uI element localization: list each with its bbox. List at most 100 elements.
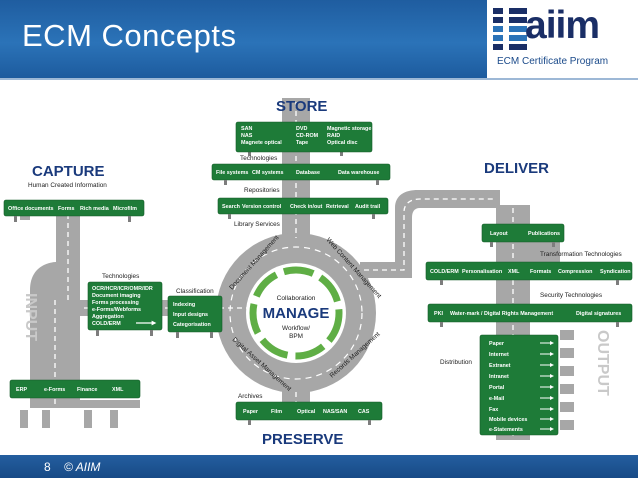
svg-text:e-Statements: e-Statements [489, 427, 523, 433]
svg-text:Tape: Tape [296, 140, 308, 146]
svg-text:Personalisation: Personalisation [462, 269, 502, 275]
svg-text:Intranet: Intranet [489, 374, 509, 380]
preserve-archives-label: Archives [238, 393, 263, 400]
svg-text:XML: XML [508, 269, 520, 275]
svg-text:CD-ROM: CD-ROM [296, 133, 319, 139]
deliver-distribution-label: Distribution [440, 359, 472, 366]
store-technologies-label: Technologies [240, 155, 277, 162]
store-library-label: Library Services [234, 221, 280, 228]
svg-text:Portal: Portal [489, 385, 505, 391]
svg-text:Publications: Publications [528, 231, 560, 237]
svg-text:SAN: SAN [241, 126, 252, 132]
svg-text:Digital signatures: Digital signatures [576, 311, 621, 317]
svg-text:Audit trail: Audit trail [355, 204, 381, 210]
repo-database: Database [296, 170, 320, 176]
svg-text:Aggregation: Aggregation [92, 314, 124, 320]
svg-text:Fax: Fax [489, 407, 498, 413]
svg-text:Film: Film [271, 409, 282, 415]
svg-text:NAS: NAS [241, 133, 253, 139]
svg-text:Check in/out: Check in/out [290, 204, 323, 210]
deliver-transformation-sign: COLD/ERM Personalisation XML Formats Com… [425, 261, 633, 285]
svg-text:Optical: Optical [297, 409, 316, 415]
logo-subtitle: ECM Certificate Program [497, 56, 609, 67]
deliver-security-sign: PKI Water-mark / Digital Rights Manageme… [427, 303, 633, 327]
svg-text:Compression: Compression [558, 269, 592, 275]
manage-workflow: Workflow/ [282, 325, 310, 332]
svg-text:Microfilm: Microfilm [113, 206, 137, 212]
manage-title: MANAGE [263, 305, 330, 322]
aiim-logo: aiim ECM Certificate Program [487, 0, 638, 78]
footer-bar: 8 © AIIM [0, 455, 638, 478]
capture-technologies-label: Technologies [102, 273, 139, 280]
svg-text:Finance: Finance [77, 387, 97, 393]
svg-text:Optical disc: Optical disc [327, 140, 358, 146]
deliver-transformation-label: Transformation Technologies [540, 251, 622, 258]
manage-bpm: BPM [289, 333, 303, 340]
svg-text:Paper: Paper [489, 341, 505, 347]
heading-preserve: PRESERVE [262, 431, 343, 448]
svg-text:CAS: CAS [358, 409, 370, 415]
header-rule [0, 78, 638, 80]
store-library-sign: Search Version control Check in/out Retr… [217, 197, 389, 219]
heading-deliver: DELIVER [484, 160, 549, 177]
svg-text:Layout: Layout [490, 231, 508, 237]
aiim-logo-mark-icon [493, 8, 527, 50]
svg-text:Formats: Formats [530, 269, 551, 275]
svg-text:Version control: Version control [242, 204, 282, 210]
svg-text:COLD/ERM: COLD/ERM [92, 321, 121, 327]
svg-text:Internet: Internet [489, 352, 509, 358]
capture-human-sign: Office documents Forms Rich media Microf… [3, 199, 145, 222]
store-technologies-sign: SAN NAS Magnete optical DVD CD-ROM Tape … [235, 121, 373, 156]
deliver-security-label: Security Technologies [540, 292, 602, 299]
page-title: ECM Concepts [22, 18, 237, 53]
capture-input-sources-sign: ERP e-Forms Finance XML [9, 379, 141, 399]
svg-text:Magnete optical: Magnete optical [241, 140, 282, 146]
capture-human-label: Human Created Information [28, 182, 107, 189]
heading-output: OUTPUT [594, 330, 611, 396]
svg-text:Magnetic storage: Magnetic storage [327, 126, 371, 132]
svg-text:Document imaging: Document imaging [92, 293, 141, 299]
svg-text:Paper: Paper [243, 409, 259, 415]
svg-text:e-Mail: e-Mail [489, 396, 505, 402]
repo-cm-systems: CM systems [252, 170, 283, 176]
svg-text:Forms: Forms [58, 206, 74, 212]
svg-text:OCR/HCR/ICR/OMR/IDR: OCR/HCR/ICR/OMR/IDR [92, 286, 153, 292]
svg-text:NAS/SAN: NAS/SAN [323, 409, 347, 415]
svg-text:ERP: ERP [16, 387, 27, 393]
capture-classification-sign: Indexing Input designs Categorisation [167, 295, 223, 338]
store-repositories-label: Repositories [244, 187, 280, 194]
svg-text:Water-mark / Digital Rights Ma: Water-mark / Digital Rights Management [450, 311, 553, 317]
deliver-distribution-sign: Paper Internet Extranet Intranet Portal … [479, 334, 559, 436]
repo-file-systems: File systems [216, 170, 248, 176]
repo-data-warehouse: Data warehouse [338, 170, 379, 176]
svg-text:Indexing: Indexing [173, 302, 195, 308]
page-number: 8 [44, 460, 51, 474]
heading-capture: CAPTURE [32, 163, 105, 180]
svg-text:XML: XML [112, 387, 124, 393]
svg-text:Office documents: Office documents [8, 206, 54, 212]
svg-text:PKI: PKI [434, 311, 443, 317]
svg-text:COLD/ERM: COLD/ERM [430, 269, 459, 275]
svg-text:e-Forms/Webforms: e-Forms/Webforms [92, 307, 141, 313]
svg-text:Input designs: Input designs [173, 312, 208, 318]
copyright: © AIIM [64, 460, 101, 474]
svg-text:RAID: RAID [327, 133, 340, 139]
capture-classification-label: Classification [176, 288, 214, 295]
svg-text:Extranet: Extranet [489, 363, 511, 369]
deliver-top-sign: Layout Publications [481, 223, 565, 247]
store-repositories-sign: File systems CM systems Database Data wa… [211, 163, 391, 185]
svg-text:Mobile devices: Mobile devices [489, 417, 527, 423]
preserve-archives-sign: Paper Film Optical NAS/SAN CAS [235, 401, 383, 425]
svg-text:Forms processing: Forms processing [92, 300, 139, 306]
svg-text:Syndication: Syndication [600, 269, 631, 275]
capture-technologies-sign: OCR/HCR/ICR/OMR/IDR Document imaging For… [87, 281, 163, 336]
svg-text:Rich media: Rich media [80, 206, 110, 212]
svg-text:DVD: DVD [296, 126, 307, 132]
svg-text:Categorisation: Categorisation [173, 322, 211, 328]
svg-text:Retrieval: Retrieval [326, 204, 349, 210]
heading-store: STORE [276, 98, 327, 115]
svg-text:e-Forms: e-Forms [44, 387, 65, 393]
logo-name: aiim [525, 4, 600, 47]
heading-input: INPUT [22, 293, 39, 341]
